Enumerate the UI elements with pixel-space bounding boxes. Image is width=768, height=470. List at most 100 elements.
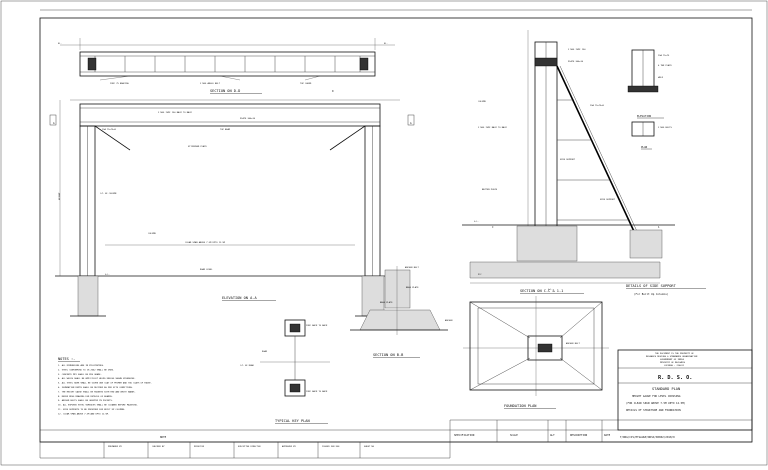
- marker-d: D: [332, 89, 334, 93]
- svg-text:PCC: PCC: [478, 274, 483, 276]
- note-item: 11. SIDE SUPPORTS TO BE PROVIDED FOR BUI…: [58, 409, 126, 411]
- note-item: 5. ALL STEEL WORK SHALL BE GIVEN ONE COA…: [58, 382, 152, 385]
- note-item: 7. THE HEIGHT GAUGE SHALL BE PAINTED WIT…: [58, 390, 136, 393]
- svg-text:ISMC 75 BRACING: ISMC 75 BRACING: [110, 82, 130, 85]
- svg-text:WELD: WELD: [658, 77, 664, 79]
- foundation-plan-drawing: ANCHOR BOLT: [463, 296, 609, 396]
- elevation-aa-drawing: CLEAR SPAN ABOVE 7.5M UPTO 12.5M HEIGHT …: [49, 99, 415, 317]
- svg-text:EL.: EL.: [384, 43, 388, 45]
- svg-text:CLEAR SPAN ABOVE 7.5M UPTO 12.: CLEAR SPAN ABOVE 7.5M UPTO 12.5M: [185, 241, 226, 244]
- note-item: 2. STEEL CONFORMING TO IS:2062 SHALL BE …: [58, 368, 114, 371]
- svg-text:2 NOS ANGLE BELT: 2 NOS ANGLE BELT: [200, 82, 221, 85]
- details-side-support-subtitle: (For Built Up Columns): [634, 292, 669, 296]
- plan-title: PLAN: [641, 145, 648, 149]
- svg-text:BASE PLATE: BASE PLATE: [380, 301, 393, 304]
- details-side-support-title: DETAILS OF SIDE SUPPORT: [626, 284, 677, 288]
- typical-key-plan-title: TYPICAL KEY PLAN: [275, 419, 310, 423]
- typical-key-plan-drawing: ISMC BACK TO BACK ISMC BACK TO BACK ROAD: [260, 319, 330, 397]
- org-name: R. D. S. O.: [658, 375, 692, 381]
- notes-list: 1. ALL DIMENSIONS ARE IN MILLIMETRES.2. …: [58, 364, 152, 415]
- svg-text:ANCHOR: ANCHOR: [445, 319, 453, 322]
- cell-executive-director: EXECUTIVE DIRECTOR: [238, 446, 261, 448]
- title-line-3: (FOR CLEAR SPAN ABOVE 7.5M UPTO 12.5M): [626, 401, 686, 405]
- svg-text:PLATE 300x10: PLATE 300x10: [240, 117, 256, 120]
- note-item: 12. CLEAR SPAN ABOVE 7.5M AND UPTO 12.5M…: [58, 412, 109, 415]
- label-side-support: SIDE SUPPORT: [560, 159, 576, 161]
- svg-text:C/L OF COLUMN: C/L OF COLUMN: [100, 193, 117, 195]
- cell-director: DIRECTOR: [194, 446, 205, 448]
- drawing-number: T/DRG/CIV/HTGAUGE/RDSO/00002/2018/0: [620, 435, 675, 439]
- svg-text:STIFFENER PLATE: STIFFENER PLATE: [188, 145, 208, 148]
- svg-text:ISMC BACK TO BACK: ISMC BACK TO BACK: [306, 324, 328, 327]
- section-cc-drawing: G.L. 2 NOS ISMC 150 PLATE 300x10 ISA 75x…: [462, 30, 675, 284]
- svg-text:HEIGHT: HEIGHT: [59, 192, 61, 200]
- side-support-detail-drawing: ISA 75x75 6 THK PLATE WELD 2 NOS BOLTS: [627, 49, 673, 137]
- note-item: 6. FOUNDATION DEPTH SHALL BE DECIDED AS …: [58, 386, 133, 389]
- svg-text:SIDE SUPPORT: SIDE SUPPORT: [600, 199, 616, 201]
- marker-a-left: A: [53, 121, 55, 125]
- note-item: 9. ANCHOR BOLTS SHALL BE GROUTED IN POCK…: [58, 399, 113, 402]
- col-date: DATE: [604, 433, 611, 437]
- marker-one: 1: [658, 225, 660, 229]
- svg-text:2 NOS BOLTS: 2 NOS BOLTS: [658, 127, 673, 129]
- svg-text:ISA 75x75: ISA 75x75: [658, 54, 670, 57]
- col-specification: SPECIFICATION: [454, 433, 475, 437]
- svg-text:ISA 75x75x8: ISA 75x75x8: [590, 104, 605, 107]
- cell-checked-by: CHECKED BY: [152, 446, 165, 448]
- note-item: 10. ALL EXPOSED STEEL SURFACES SHALL BE …: [58, 404, 138, 407]
- svg-text:G.L.: G.L.: [474, 221, 479, 223]
- col-scale: SCALE: [510, 433, 518, 437]
- note-item: 8. REFER RDSO DRAWING FOR DETAILS OF BOA…: [58, 395, 113, 398]
- label-top-beam: TOP BEAM: [220, 128, 231, 131]
- title-line-2: HEIGHT GAUGE FOR LEVEL CROSSING: [632, 394, 681, 398]
- cell-issued-for-use: ISSUED FOR USE: [322, 446, 340, 448]
- org-line-3: GOVERNMENT OF INDIA: [660, 358, 685, 361]
- note-item: 3. CONCRETE MIX SHALL BE M20 GRADE.: [58, 373, 102, 376]
- svg-text:PLATE 300x10: PLATE 300x10: [568, 60, 584, 63]
- foundation-plan-title: FOUNDATION PLAN: [504, 404, 536, 408]
- notes-heading: NOTES :-: [58, 357, 75, 361]
- svg-text:COLUMN: COLUMN: [478, 101, 486, 103]
- title-block: [449, 349, 753, 442]
- svg-text:EL.: EL.: [58, 43, 62, 45]
- org-line-1: THE DOCUMENT IS THE PROPERTY OF: [655, 353, 695, 355]
- svg-text:BATTEN PLATE: BATTEN PLATE: [482, 188, 498, 191]
- note-item: 1. ALL DIMENSIONS ARE IN MILLIMETRES.: [58, 364, 104, 367]
- svg-text:ISMC BACK TO BACK: ISMC BACK TO BACK: [306, 390, 328, 393]
- svg-text:2 NOS ISMC BACK TO BACK: 2 NOS ISMC BACK TO BACK: [478, 126, 508, 129]
- col-alt: ALT: [550, 433, 555, 437]
- org-line-4: MINISTRY OF RAILWAYS: [660, 361, 686, 364]
- elevation-title: ELEVATION: [637, 114, 651, 118]
- svg-text:2 NOS ISMC 150: 2 NOS ISMC 150: [568, 49, 586, 51]
- svg-text:ROAD: ROAD: [262, 350, 268, 353]
- section-bb-drawing: BASE PLATE ANCHOR: [350, 266, 453, 335]
- cell-approved-by: APPROVED BY: [282, 445, 297, 448]
- cell-prepared-by: PREPARED BY: [108, 445, 123, 448]
- marker-a-right: A: [410, 121, 412, 125]
- section-bb-title: SECTION ON B-B: [373, 353, 403, 357]
- note-label: NOTE: [160, 435, 167, 439]
- org-lines: THE DOCUMENT IS THE PROPERTY OF RESEARCH…: [646, 353, 698, 367]
- svg-text:2 NOS ISMC 150 BACK TO BACK: 2 NOS ISMC 150 BACK TO BACK: [158, 111, 193, 114]
- section-cc-title: SECTION ON C-C & 1-1: [520, 289, 563, 293]
- label-column: COLUMN: [148, 233, 156, 235]
- label-base-plate: BASE PLATE: [406, 286, 419, 289]
- title-line-1: STANDARD PLAN: [652, 387, 680, 391]
- label-gl: G.L.: [548, 289, 553, 291]
- label-anchor-bolt: ANCHOR BOLT: [405, 266, 420, 269]
- section-dd-drawing: ISMC 75 BRACING 2 NOS ANGLE BELT TOP CHO…: [58, 38, 395, 85]
- cell-sheet-no: SHEET NO: [364, 446, 375, 448]
- svg-text:ISA 75x75x8: ISA 75x75x8: [102, 128, 117, 131]
- elevation-aa-title: ELEVATION ON A-A: [222, 296, 257, 300]
- section-dd-title: SECTION ON D-D: [210, 89, 240, 93]
- svg-text:ANCHOR BOLT: ANCHOR BOLT: [566, 342, 581, 345]
- bottom-strip: [39, 429, 752, 459]
- svg-text:G.L.: G.L.: [105, 274, 110, 276]
- label-road-level: ROAD LEVEL: [200, 268, 213, 271]
- label-cl-road: C/L OF ROAD: [240, 364, 255, 367]
- org-line-2: RESEARCH DESIGNS & STANDARDS ORGANISATIO…: [646, 355, 698, 358]
- col-description: DESCRIPTION: [570, 433, 588, 437]
